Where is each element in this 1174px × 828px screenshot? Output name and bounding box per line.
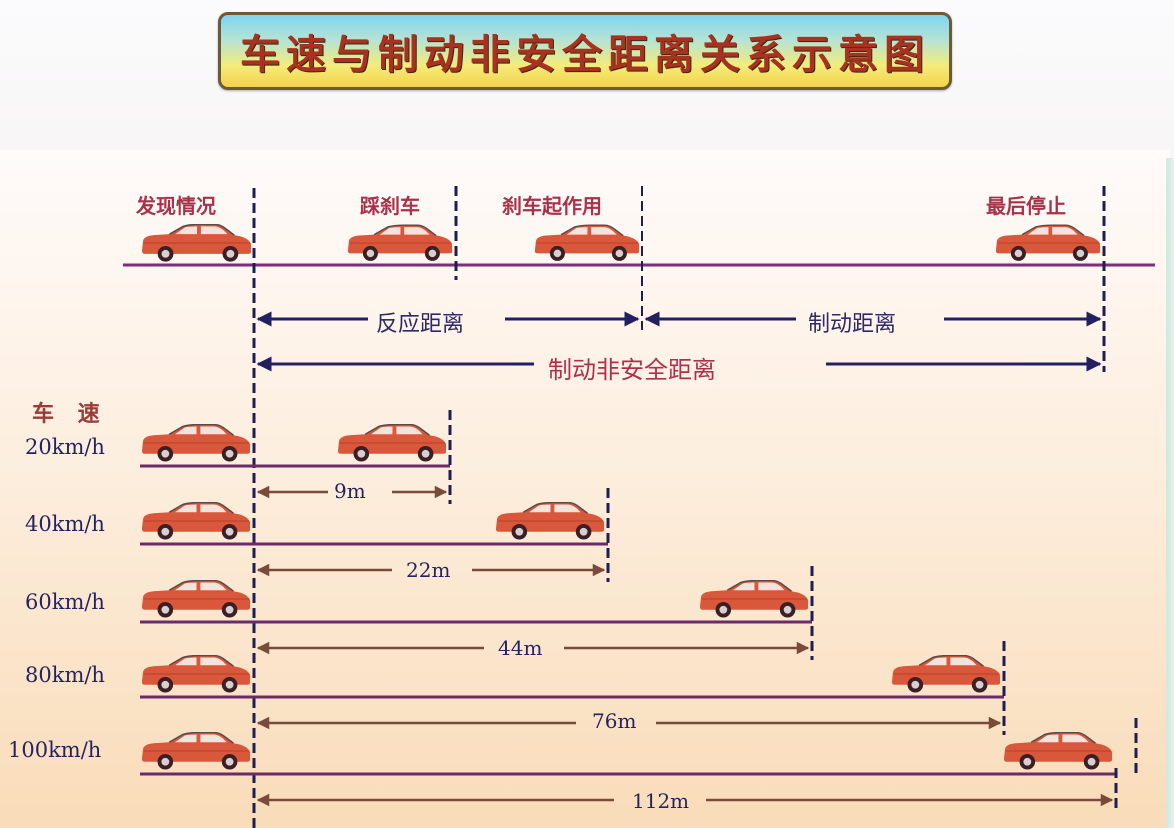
car-icon	[1003, 732, 1113, 771]
speed-label: 100km/h	[8, 738, 102, 762]
distance-label: 44m	[498, 636, 543, 660]
diagram-panel	[0, 150, 1170, 828]
car-icon	[337, 424, 447, 463]
car-icon	[347, 224, 453, 262]
car-icon	[141, 580, 251, 619]
page-title: 车速与制动非安全距离关系示意图	[240, 31, 930, 78]
speed-label: 80km/h	[25, 663, 105, 687]
car-icon	[495, 502, 605, 541]
stage-label-discover: 发现情况	[136, 194, 216, 218]
distance-label: 76m	[592, 709, 637, 733]
car-icon	[891, 655, 1001, 694]
car-icon	[141, 224, 252, 263]
car-icon	[141, 502, 251, 541]
car-icon	[141, 424, 251, 463]
speed-label: 20km/h	[25, 435, 105, 459]
speed-label: 60km/h	[25, 590, 105, 614]
distance-label: 9m	[334, 479, 366, 503]
stage-label-press-brake: 踩刹车	[360, 194, 420, 218]
car-icon	[534, 224, 640, 262]
car-icon	[141, 655, 251, 694]
title-banner: 车速与制动非安全距离关系示意图	[218, 12, 952, 90]
car-icon	[699, 580, 809, 619]
reaction-distance-label: 反应距离	[376, 312, 465, 337]
car-icon	[141, 732, 251, 771]
braking-distance-label: 制动距离	[808, 312, 897, 337]
unsafe-distance-label: 制动非安全距离	[548, 356, 716, 384]
speed-label: 40km/h	[25, 512, 105, 536]
car-icon	[995, 224, 1101, 262]
distance-label: 22m	[406, 558, 451, 582]
stage-label-brake-effect: 刹车起作用	[502, 194, 602, 218]
speed-header: 车 速	[32, 402, 108, 427]
panel-edge	[1166, 158, 1174, 828]
distance-label: 112m	[632, 789, 690, 813]
stage-label-stop: 最后停止	[986, 194, 1066, 218]
